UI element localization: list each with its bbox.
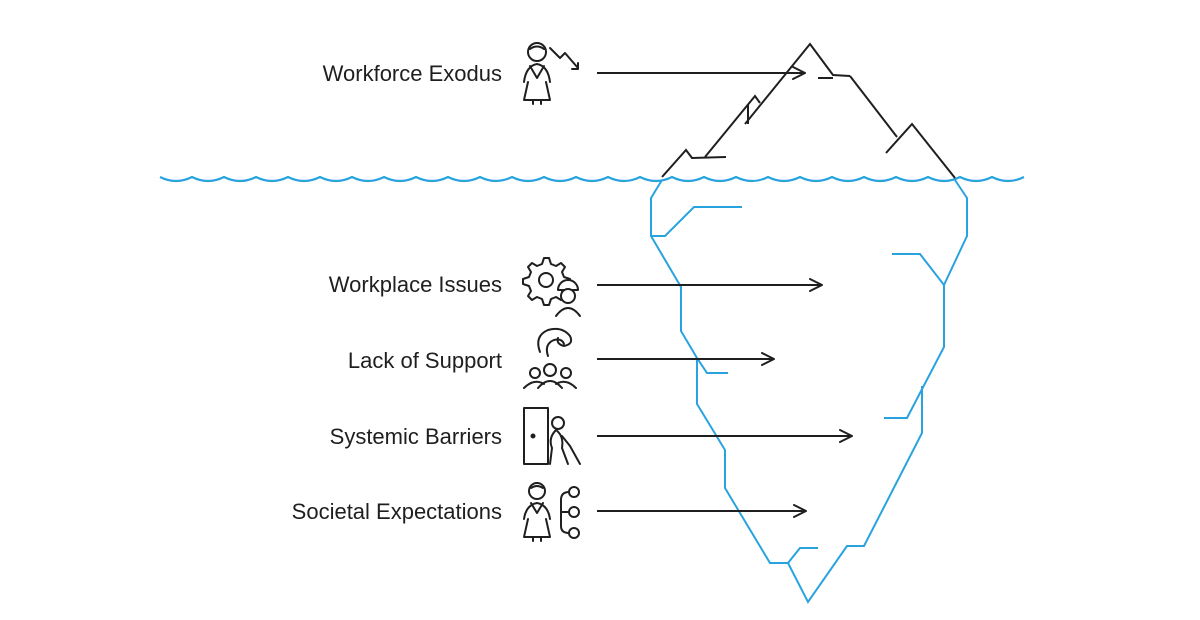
woman-decline-icon xyxy=(523,42,579,105)
label-workforce-exodus: Workforce Exodus xyxy=(322,61,502,86)
iceberg-tip xyxy=(661,42,956,179)
door-person-icon xyxy=(523,407,581,465)
gear-worker-icon xyxy=(522,257,581,317)
woman-network-icon xyxy=(523,482,580,542)
label-systemic-barriers: Systemic Barriers xyxy=(329,424,502,449)
group-support-icon xyxy=(523,327,577,389)
label-workplace-issues: Workplace Issues xyxy=(328,272,502,297)
iceberg-submerged xyxy=(650,179,968,604)
water-line xyxy=(159,175,1025,183)
label-lack-of-support: Lack of Support xyxy=(347,348,502,373)
label-societal-expectations: Societal Expectations xyxy=(291,499,502,524)
